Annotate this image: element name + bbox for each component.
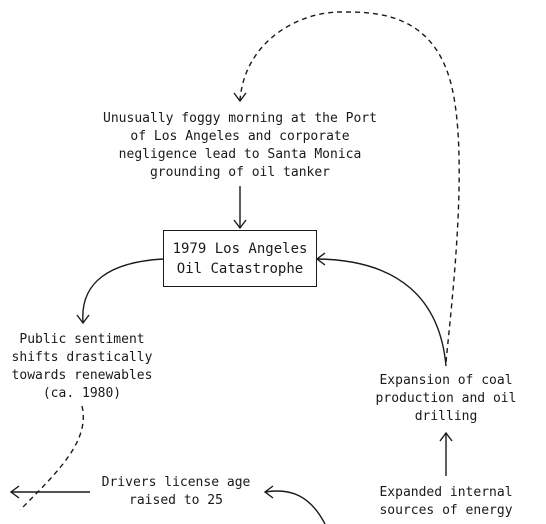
edge-coal-to-foggy-dashed <box>239 11 460 363</box>
node-public-sentiment: Public sentiment shifts drastically towa… <box>11 332 153 401</box>
edge-sentiment-dashed-down <box>19 405 84 511</box>
node-foggy-morning: Unusually foggy morning at the Port of L… <box>103 111 377 180</box>
arrowhead-drivers-left <box>9 485 20 499</box>
node-internal-sources: Expanded internal sources of energy <box>379 485 513 518</box>
arrowhead-sentiment <box>76 314 90 325</box>
edge-coal-to-catastrophe <box>316 258 447 367</box>
arrowhead-catastrophe-right <box>315 252 326 266</box>
arrowhead-coal-bottom <box>439 431 453 442</box>
node-catastrophe-box: 1979 Los Angeles Oil Catastrophe <box>163 230 317 287</box>
arrowhead-catastrophe-top <box>233 219 247 230</box>
node-drivers-license: Drivers license age raised to 25 <box>101 475 251 508</box>
edge-catastrophe-to-sentiment <box>82 258 164 323</box>
arrowhead-drivers-right <box>263 485 274 499</box>
edge-into-drivers-license <box>264 490 326 524</box>
node-coal-expansion: Expansion of coal production and oil dri… <box>375 373 517 424</box>
arrowhead-foggy <box>233 92 247 103</box>
